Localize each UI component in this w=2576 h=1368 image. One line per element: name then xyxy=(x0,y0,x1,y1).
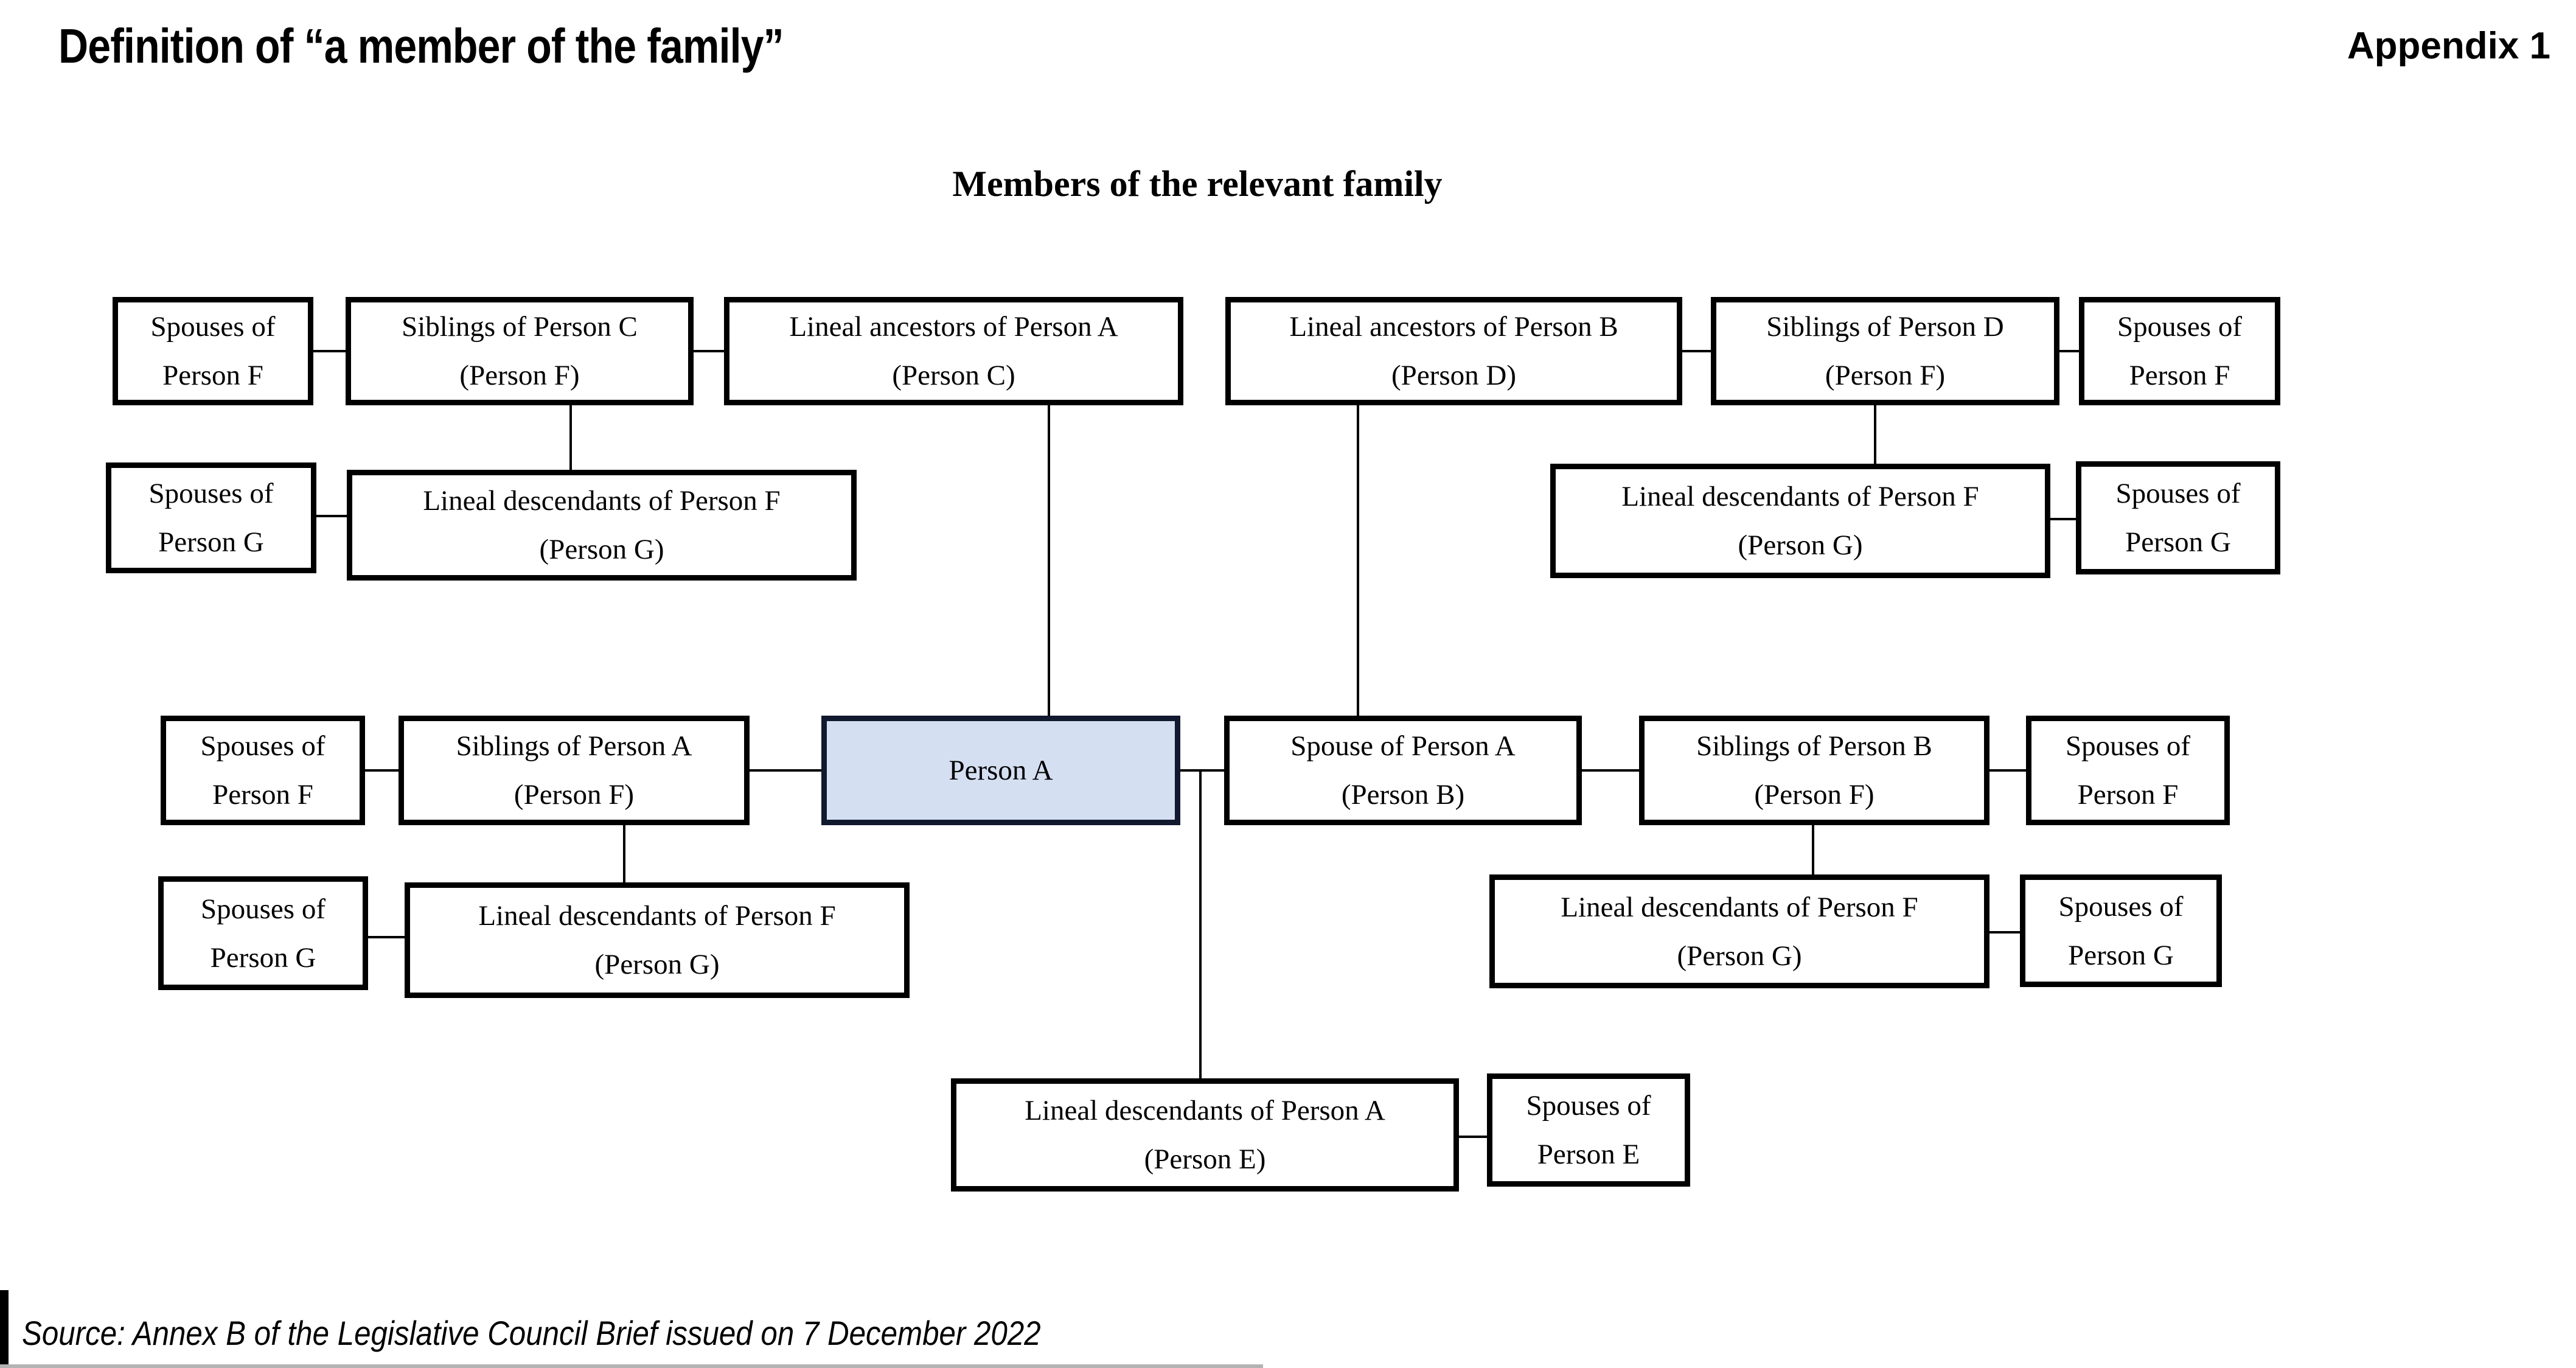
box-text: Siblings of Person D xyxy=(1766,311,2004,343)
box-lineal-descendants-of-person-f-lower-left: Lineal descendants of Person F (Person G… xyxy=(405,882,910,998)
box-text: Lineal descendants of Person F xyxy=(478,900,836,932)
box-text: Spouse of Person A xyxy=(1290,730,1516,762)
box-text: Spouses of xyxy=(201,893,325,925)
box-text: Siblings of Person C xyxy=(402,311,638,343)
diagram-heading: Members of the relevant family xyxy=(952,164,1443,204)
source-note: Source: Annex B of the Legislative Counc… xyxy=(22,1314,1041,1352)
connector-line xyxy=(313,350,346,352)
box-siblings-of-person-b: Siblings of Person B (Person F) xyxy=(1639,716,1989,825)
connector-line-marriage xyxy=(1180,769,1224,772)
box-text: Lineal descendants of Person F xyxy=(1621,481,1979,512)
box-text: (Person G) xyxy=(539,534,664,565)
box-text: (Person E) xyxy=(1144,1143,1266,1175)
box-spouses-of-person-g-lower-left: Spouses of Person G xyxy=(158,876,368,990)
box-spouses-of-person-g-upper-right: Spouses of Person G xyxy=(2076,461,2280,574)
box-text: (Person F) xyxy=(1825,360,1946,391)
connector-line xyxy=(623,825,625,882)
box-spouses-of-person-f-top-right: Spouses of Person F xyxy=(2079,297,2280,405)
connector-line xyxy=(1989,931,2020,934)
connector-line xyxy=(2050,518,2076,520)
connector-line xyxy=(750,769,821,772)
connector-line xyxy=(1582,769,1639,772)
box-text: Spouses of xyxy=(148,478,274,509)
box-siblings-of-person-c: Siblings of Person C (Person F) xyxy=(346,297,694,405)
box-lineal-descendants-of-person-f-upper-right: Lineal descendants of Person F (Person G… xyxy=(1550,464,2050,578)
box-text: (Person C) xyxy=(892,360,1015,391)
box-text: Person F xyxy=(2129,360,2230,391)
connector-line-descendants-a xyxy=(1199,770,1202,1078)
box-spouses-of-person-f-top-left: Spouses of Person F xyxy=(113,297,313,405)
connector-line xyxy=(569,405,572,470)
page-edge-artifact-bottom xyxy=(0,1364,1263,1368)
box-text: (Person F) xyxy=(459,360,580,391)
connector-line-ancestors-a xyxy=(1048,405,1050,716)
box-text: Person G xyxy=(158,526,264,558)
connector-line xyxy=(694,350,724,352)
box-spouses-of-person-f-mid-left: Spouses of Person F xyxy=(161,716,365,825)
box-text: (Person B) xyxy=(1341,779,1465,811)
connector-line xyxy=(2059,350,2079,352)
box-spouses-of-person-f-mid-right: Spouses of Person F xyxy=(2026,716,2230,825)
box-text: Person G xyxy=(2068,939,2174,971)
box-spouse-of-person-a: Spouse of Person A (Person B) xyxy=(1224,716,1582,825)
box-text: (Person G) xyxy=(1738,529,1863,561)
connector-line-ancestors-b xyxy=(1357,405,1359,716)
connector-line xyxy=(365,769,399,772)
box-lineal-descendants-of-person-a: Lineal descendants of Person A (Person E… xyxy=(951,1078,1459,1192)
box-text: Spouses of xyxy=(2115,478,2241,509)
page-edge-artifact-left xyxy=(0,1290,9,1368)
connector-line xyxy=(368,936,405,938)
box-lineal-descendants-of-person-f-lower-right: Lineal descendants of Person F (Person G… xyxy=(1489,874,1989,988)
connector-line xyxy=(316,515,347,517)
box-siblings-of-person-d: Siblings of Person D (Person F) xyxy=(1711,297,2059,405)
box-text: (Person F) xyxy=(513,779,635,811)
box-text: Person F xyxy=(212,779,313,811)
box-spouses-of-person-g-upper-left: Spouses of Person G xyxy=(106,462,316,573)
connector-line xyxy=(1812,825,1814,874)
box-text: Siblings of Person B xyxy=(1696,730,1932,762)
box-text: Lineal ancestors of Person A xyxy=(789,311,1118,343)
connector-line xyxy=(1459,1136,1487,1138)
box-text: Spouses of xyxy=(2066,730,2190,762)
box-text: Spouses of xyxy=(2117,311,2242,343)
appendix-label: Appendix 1 xyxy=(2347,25,2550,67)
box-text: Lineal ancestors of Person B xyxy=(1289,311,1618,343)
box-text: Person F xyxy=(162,360,263,391)
connector-line xyxy=(1989,769,2026,772)
page-title: Definition of “a member of the family” xyxy=(58,19,784,73)
box-text: Spouses of xyxy=(200,730,325,762)
connector-line xyxy=(1874,405,1876,464)
box-text: Person F xyxy=(2077,779,2179,811)
box-text: Lineal descendants of Person F xyxy=(423,485,781,517)
box-text: (Person D) xyxy=(1391,360,1516,391)
box-text: Siblings of Person A xyxy=(456,730,692,762)
connector-line xyxy=(1682,350,1711,352)
box-text: (Person G) xyxy=(1677,940,1802,972)
box-text: Spouses of xyxy=(1526,1090,1651,1122)
box-lineal-descendants-of-person-f-upper-left: Lineal descendants of Person F (Person G… xyxy=(347,470,857,581)
box-text: Person G xyxy=(2125,526,2231,558)
box-text: Spouses of xyxy=(2058,890,2184,923)
box-text: Person A xyxy=(949,755,1053,786)
box-text: Lineal descendants of Person F xyxy=(1561,891,1918,923)
box-lineal-ancestors-of-person-b: Lineal ancestors of Person B (Person D) xyxy=(1225,297,1682,405)
box-text: Lineal descendants of Person A xyxy=(1025,1095,1385,1126)
box-lineal-ancestors-of-person-a: Lineal ancestors of Person A (Person C) xyxy=(724,297,1183,405)
box-text: Spouses of xyxy=(150,311,276,343)
box-spouses-of-person-g-lower-right: Spouses of Person G xyxy=(2020,874,2222,987)
box-text: (Person G) xyxy=(594,949,720,980)
box-text: Person G xyxy=(210,941,316,974)
box-person-a: Person A xyxy=(821,716,1180,825)
box-siblings-of-person-a: Siblings of Person A (Person F) xyxy=(399,716,750,825)
box-text: Person E xyxy=(1537,1139,1640,1170)
box-spouses-of-person-e: Spouses of Person E xyxy=(1487,1073,1690,1187)
box-text: (Person F) xyxy=(1754,779,1875,811)
